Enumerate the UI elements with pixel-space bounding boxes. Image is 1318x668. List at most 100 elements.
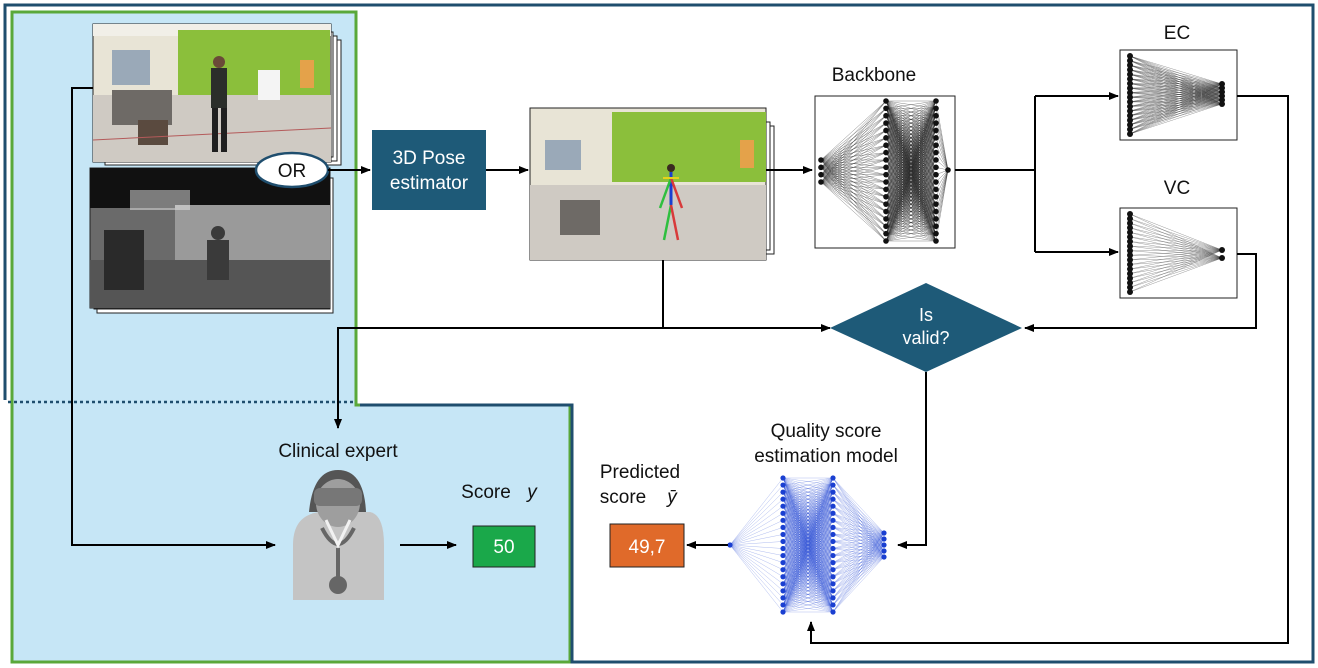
- network-node: [883, 112, 889, 119]
- network-node: [883, 223, 889, 230]
- network-node: [933, 179, 939, 185]
- decision-to-expert-arrow: [334, 327, 663, 429]
- network-node: [883, 105, 889, 112]
- quality-model-label-line2: estimation model: [754, 446, 898, 467]
- network-node: [1219, 247, 1225, 253]
- decision-to-quality-arrow: [897, 372, 927, 549]
- network-node: [780, 602, 786, 608]
- predicted-label-line1: Predicted: [600, 462, 680, 483]
- clinical-expert-label: Clinical expert: [278, 441, 398, 462]
- vc-label: VC: [1164, 178, 1190, 199]
- network-node: [1127, 252, 1133, 259]
- network-node: [780, 545, 786, 552]
- network-nodes: [727, 475, 887, 615]
- network-node: [780, 524, 786, 530]
- network-node: [883, 193, 889, 200]
- network-node: [883, 216, 889, 222]
- network-node: [1127, 57, 1133, 64]
- network-node: [883, 201, 889, 207]
- network-node: [830, 567, 836, 573]
- network-nodes: [818, 98, 951, 244]
- network-node: [1127, 94, 1133, 101]
- depth-frame-stack: [89, 167, 334, 314]
- network-node: [1127, 261, 1133, 268]
- network-node: [881, 554, 887, 560]
- network-node: [830, 489, 836, 495]
- network-node: [830, 595, 836, 601]
- rgb-frame: [92, 23, 332, 163]
- network-node: [1127, 126, 1133, 133]
- network-node: [1127, 266, 1133, 273]
- network-node: [883, 186, 889, 193]
- network-node: [1219, 101, 1225, 107]
- network-node: [1127, 220, 1133, 227]
- network-node: [883, 135, 889, 141]
- predicted-score-value: 49,7: [629, 537, 666, 558]
- network-nodes: [1127, 53, 1225, 137]
- quality-score-network: [727, 475, 887, 615]
- network-node: [1127, 211, 1133, 217]
- ec-label: EC: [1164, 23, 1190, 44]
- network-connections: [1129, 55, 1223, 135]
- network-node: [780, 510, 786, 516]
- network-node: [780, 538, 786, 545]
- network-node: [830, 560, 836, 566]
- clinical-expert-icon: [293, 470, 384, 600]
- network-node: [1127, 256, 1133, 263]
- network-node: [933, 127, 939, 134]
- network-node: [830, 475, 836, 481]
- network-node: [883, 230, 889, 237]
- network-node: [780, 552, 786, 559]
- network-node: [1127, 275, 1133, 282]
- network-node: [780, 489, 786, 495]
- network-node: [830, 531, 836, 538]
- network-node: [933, 105, 939, 112]
- network-node: [881, 542, 887, 548]
- network-node: [1127, 53, 1133, 59]
- ec-feedback-arrow: [807, 95, 1289, 644]
- network-node: [830, 496, 836, 502]
- network-node: [727, 542, 733, 548]
- network-node: [1127, 112, 1133, 119]
- network-node: [883, 171, 889, 178]
- network-node: [830, 574, 836, 580]
- network-node: [933, 164, 939, 171]
- network-node: [945, 167, 951, 173]
- or-label: OR: [278, 161, 307, 182]
- network-node: [830, 545, 836, 552]
- network-node: [1127, 89, 1133, 96]
- quality-model-label-line1: Quality score: [771, 421, 882, 442]
- network-node: [780, 595, 786, 601]
- predicted-symbol: ȳ: [665, 487, 678, 508]
- score-value: 50: [493, 537, 514, 558]
- network-node: [881, 536, 887, 542]
- network-node: [1127, 279, 1133, 286]
- network-node: [830, 581, 836, 587]
- automated-region-border: [3, 3, 1315, 664]
- network-node: [1219, 255, 1225, 261]
- network-node: [818, 179, 824, 185]
- score-symbol: y: [525, 482, 538, 503]
- network-node: [830, 482, 836, 488]
- network-node: [1127, 108, 1133, 115]
- network-node: [933, 142, 939, 149]
- network-node: [881, 530, 887, 536]
- vc-to-decision-arrow: [1024, 253, 1257, 332]
- network-node: [780, 482, 786, 488]
- pose-frame-stack: [529, 107, 775, 261]
- network-node: [883, 120, 889, 126]
- network-connections: [729, 477, 885, 613]
- frames-to-expert-arrow: [71, 87, 276, 549]
- network-node: [780, 567, 786, 573]
- predicted-label-line2: score: [600, 487, 646, 508]
- network-node: [818, 171, 824, 178]
- network-node: [1127, 224, 1133, 231]
- network-node: [883, 149, 889, 156]
- network-node: [883, 142, 889, 149]
- network-node: [883, 157, 889, 163]
- network-node: [933, 193, 939, 200]
- network-node: [830, 510, 836, 516]
- network-node: [933, 149, 939, 156]
